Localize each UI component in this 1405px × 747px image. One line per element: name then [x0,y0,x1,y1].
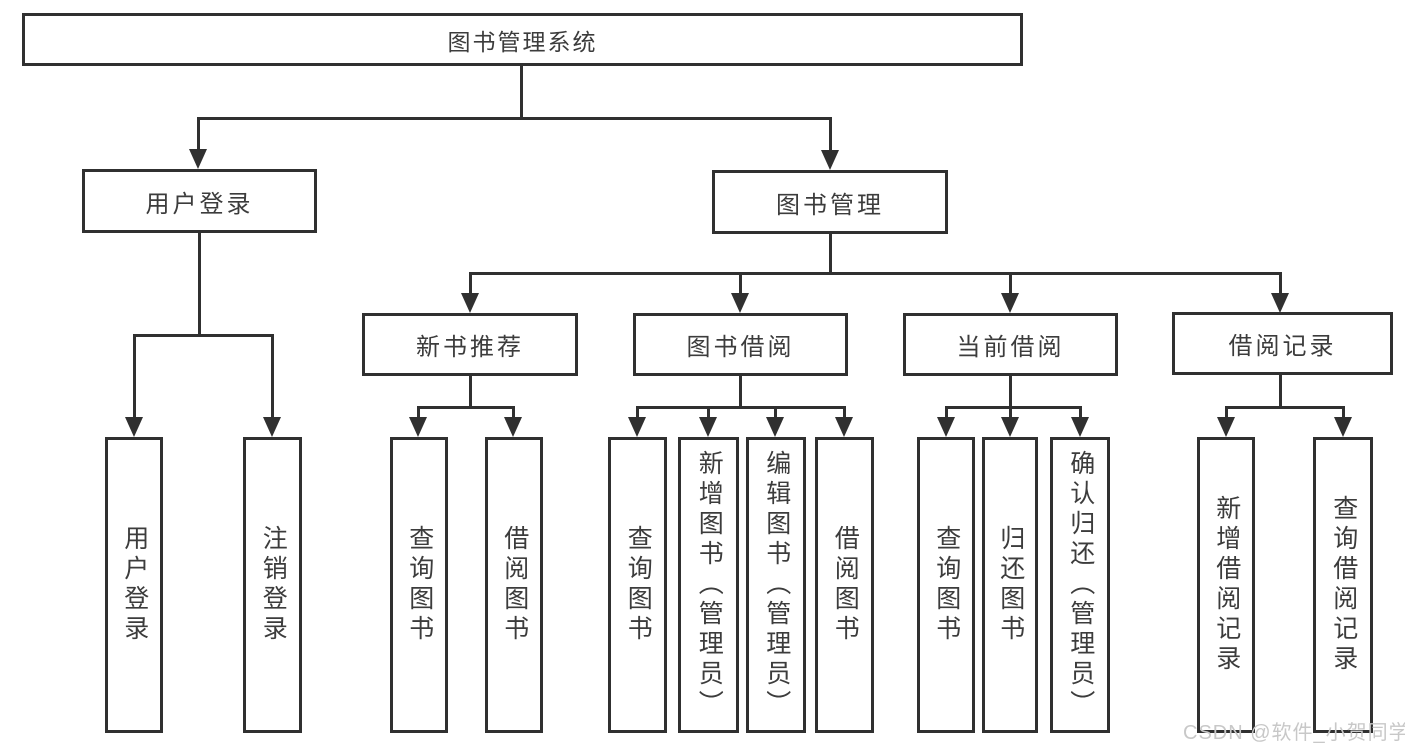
connector-line [469,272,472,295]
arrowhead [821,150,839,170]
node-book-borrow: 图书借阅 [633,313,848,376]
connector-line [271,334,274,418]
connector-line [1009,376,1012,409]
connector-line [1342,406,1345,419]
node-label: 查询图书 [405,525,434,645]
connector-line [469,272,1282,275]
connector-line [512,406,515,419]
node-label: 新增借阅记录 [1212,495,1241,675]
leaf-confirm-return-admin: 确认归还（管理员） [1050,437,1110,733]
arrowhead [835,417,853,437]
connector-line [520,66,523,118]
arrowhead [189,149,207,169]
node-label: 借阅图书 [831,525,860,645]
leaf-user-login: 用户登录 [105,437,163,733]
connector-line [133,334,136,418]
node-label: 图书借阅 [686,334,795,361]
arrowhead [1217,417,1235,437]
node-user-login: 用户登录 [82,169,317,233]
connector-line [469,376,472,409]
node-root: 图书管理系统 [22,13,1023,66]
connector-line [829,117,832,152]
arrowhead [1001,293,1019,313]
connector-line [945,406,1082,409]
connector-line [197,117,831,120]
leaf-query-books-borrow: 查询图书 [608,437,667,733]
arrowhead [504,417,522,437]
arrowhead [628,417,646,437]
leaf-return-books: 归还图书 [982,437,1038,733]
connector-line [945,406,948,419]
leaf-borrow-books: 借阅图书 [815,437,874,733]
leaf-query-books-recommend: 查询图书 [390,437,448,733]
connector-line [197,117,200,151]
connector-line [843,406,846,419]
arrowhead [125,417,143,437]
node-label: 查询借阅记录 [1329,495,1358,675]
connector-line [1279,375,1282,409]
arrowhead [699,417,717,437]
arrowhead [937,417,955,437]
connector-line [829,234,832,274]
node-label: 借阅图书 [500,525,529,645]
connector-line [1009,406,1012,419]
node-label: 新书推荐 [416,334,524,361]
node-label: 当前借阅 [956,334,1065,361]
arrowhead [1271,293,1289,313]
connector-line [774,406,777,419]
node-label: 用户登录 [145,190,254,218]
leaf-query-borrow-record: 查询借阅记录 [1313,437,1373,733]
arrowhead [766,417,784,437]
node-label: 查询图书 [932,525,961,645]
node-new-book-recommend: 新书推荐 [362,313,578,376]
arrowhead [409,417,427,437]
node-label: 确认归还（管理员） [1066,450,1095,720]
node-label: 归还图书 [996,525,1025,645]
connector-line [417,406,420,419]
arrowhead [731,293,749,313]
connector-line [636,406,639,419]
connector-line [739,272,742,295]
connector-line [1225,406,1345,409]
arrowhead [1334,417,1352,437]
leaf-logout-login: 注销登录 [243,437,302,733]
node-label: 借阅记录 [1228,333,1337,360]
connector-line [1079,406,1082,419]
arrowhead [1001,417,1019,437]
connector-line [133,334,274,337]
connector-line [739,376,742,409]
node-label: 查询图书 [624,525,653,645]
node-label: 图书管理 [776,191,884,219]
connector-line [417,406,515,409]
connector-line [707,406,710,419]
connector-line [1225,406,1228,419]
connector-line [1009,272,1012,295]
arrowhead [461,293,479,313]
node-book-management: 图书管理 [712,170,948,234]
node-label: 注销登录 [259,525,288,645]
csdn-watermark: CSDN @软件_小贺同学 [1183,722,1405,744]
node-current-borrow: 当前借阅 [903,313,1118,376]
leaf-borrow-books-recommend: 借阅图书 [485,437,543,733]
leaf-query-books-current: 查询图书 [917,437,975,733]
node-borrow-records: 借阅记录 [1172,312,1393,375]
leaf-add-borrow-record: 新增借阅记录 [1197,437,1255,733]
connector-line [198,233,201,336]
leaf-edit-books-admin: 编辑图书（管理员） [746,437,806,733]
node-label: 新增图书（管理员） [695,450,724,720]
node-label: 编辑图书（管理员） [762,450,791,720]
leaf-add-books-admin: 新增图书（管理员） [678,437,739,733]
node-label: 图书管理系统 [447,28,598,55]
node-label: 用户登录 [120,525,149,645]
connector-line [636,406,846,409]
connector-line [1279,272,1282,295]
arrowhead [1071,417,1089,437]
arrowhead [263,417,281,437]
